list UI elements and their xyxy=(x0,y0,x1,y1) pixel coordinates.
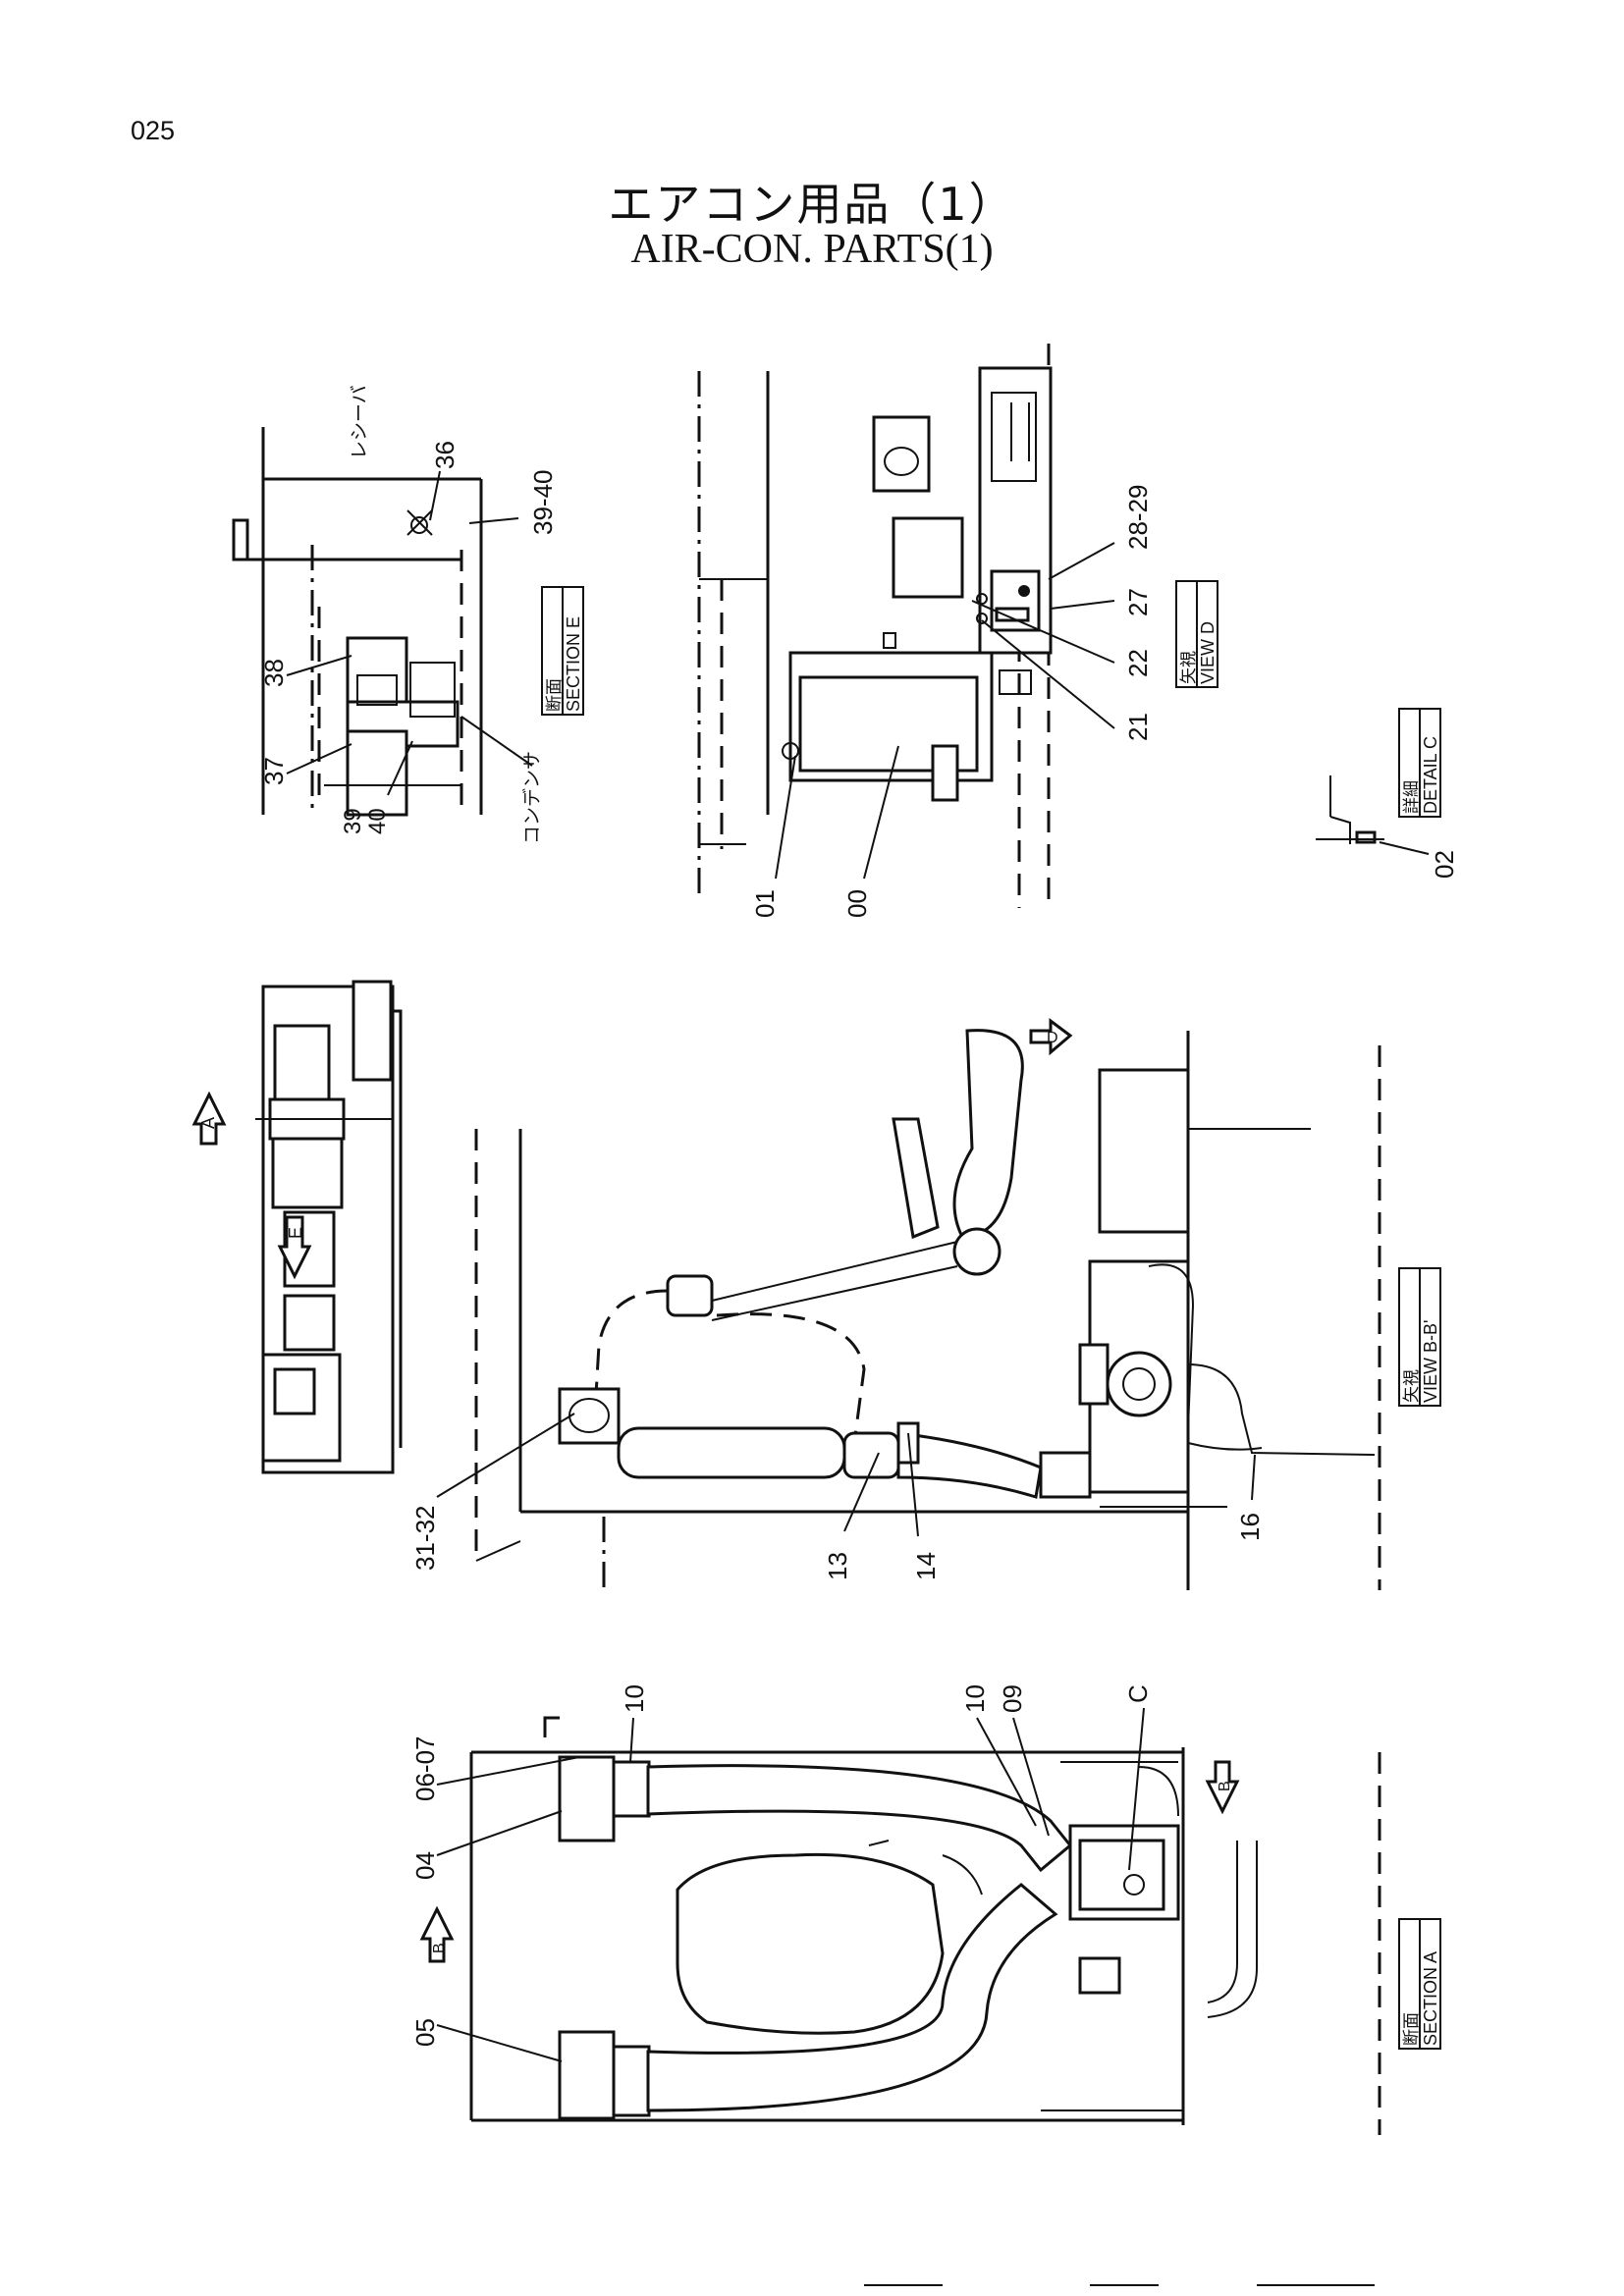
part-label: 10 xyxy=(620,1684,649,1713)
part-label: E xyxy=(286,1227,305,1239)
section-a-drawing: B B xyxy=(419,1716,1381,2135)
part-label: DETAIL C xyxy=(1421,736,1440,814)
section-e-view-label: 断面 SECTION E xyxy=(541,586,584,716)
part-label: 06-07 xyxy=(410,1736,440,1802)
section-e-note-condenser: コンデンサ xyxy=(521,751,543,844)
part-label: 矢視 xyxy=(1402,1369,1421,1403)
section-e-part-label: 37 xyxy=(259,757,289,785)
view-bb-drawing: D xyxy=(474,1018,1381,1590)
detail-c-drawing xyxy=(1316,775,1384,844)
view-d-drawing xyxy=(697,344,1053,908)
title-japanese: エアコン用品（1） xyxy=(608,178,1016,231)
section-e-view xyxy=(232,427,483,817)
section-e-part-labels: レシーバ 36 39-40 38 37 39 40 コンデンサ xyxy=(259,385,558,844)
part-label: 16 xyxy=(1235,1513,1265,1541)
detail-c-part-labels: 02 xyxy=(1379,841,1459,879)
part-label: 02 xyxy=(1430,850,1459,879)
part-label: VIEW B-B' xyxy=(1421,1320,1440,1403)
part-label: 22 xyxy=(1123,649,1153,677)
view-bb-view-label: 矢視 VIEW B-B' xyxy=(1398,1267,1441,1407)
part-label: 28-29 xyxy=(1123,485,1153,551)
part-label: B xyxy=(1217,1781,1233,1791)
section-e-part-label: 39-40 xyxy=(528,470,558,536)
arrow-b-right xyxy=(1205,1760,1240,1815)
section-a-view-label: 断面 SECTION A xyxy=(1398,1918,1441,2050)
part-label: 詳細 xyxy=(1402,780,1421,814)
part-label: 矢視 xyxy=(1179,651,1198,684)
part-label: 00 xyxy=(842,889,872,918)
part-label: 10 xyxy=(960,1684,990,1713)
view-d-part-labels: 28-29 27 22 21 01 00 xyxy=(750,485,1153,919)
arrow-d xyxy=(1029,1018,1073,1056)
section-e-part-label: 40 xyxy=(364,808,391,834)
part-label: 31-32 xyxy=(410,1506,440,1572)
part-label: 05 xyxy=(410,2018,440,2047)
part-label: D xyxy=(1047,1030,1058,1046)
part-label: 01 xyxy=(750,889,780,918)
part-label: 27 xyxy=(1123,588,1153,616)
part-label: 13 xyxy=(823,1552,852,1580)
part-label: A xyxy=(198,1117,218,1129)
part-label: SECTION A xyxy=(1421,1951,1440,2046)
detail-c-view-label: 詳細 DETAIL C xyxy=(1398,708,1441,818)
part-label: C xyxy=(1123,1684,1153,1703)
machine-side-view: A E xyxy=(191,980,403,1474)
arrow-e xyxy=(277,1215,312,1280)
page-number: 025 xyxy=(131,116,176,145)
part-label: 21 xyxy=(1123,713,1153,741)
part-label: VIEW D xyxy=(1198,621,1218,684)
section-a-part-labels: 10 06-07 04 05 10 09 C xyxy=(410,1684,1153,2062)
section-e-note-receiver: レシーバ xyxy=(350,385,370,459)
arrow-a xyxy=(191,1091,227,1146)
view-bb-part-labels: 31-32 13 14 16 xyxy=(410,1413,1265,1580)
part-label: 09 xyxy=(998,1684,1027,1713)
part-label: B xyxy=(431,1943,448,1953)
section-e-part-label: 36 xyxy=(430,441,460,469)
part-label: 断面 xyxy=(545,678,564,712)
part-label: 04 xyxy=(410,1851,440,1880)
section-e-part-label: 39 xyxy=(340,808,366,834)
view-d-view-label: 矢視 VIEW D xyxy=(1175,580,1218,688)
arrow-b-left xyxy=(419,1905,455,1963)
part-label: 断面 xyxy=(1402,2012,1421,2046)
part-label: 14 xyxy=(911,1552,941,1580)
part-label: SECTION E xyxy=(564,616,583,712)
title-english: AIR-CON. PARTS(1) xyxy=(630,227,994,272)
section-e-part-label: 38 xyxy=(259,659,289,687)
